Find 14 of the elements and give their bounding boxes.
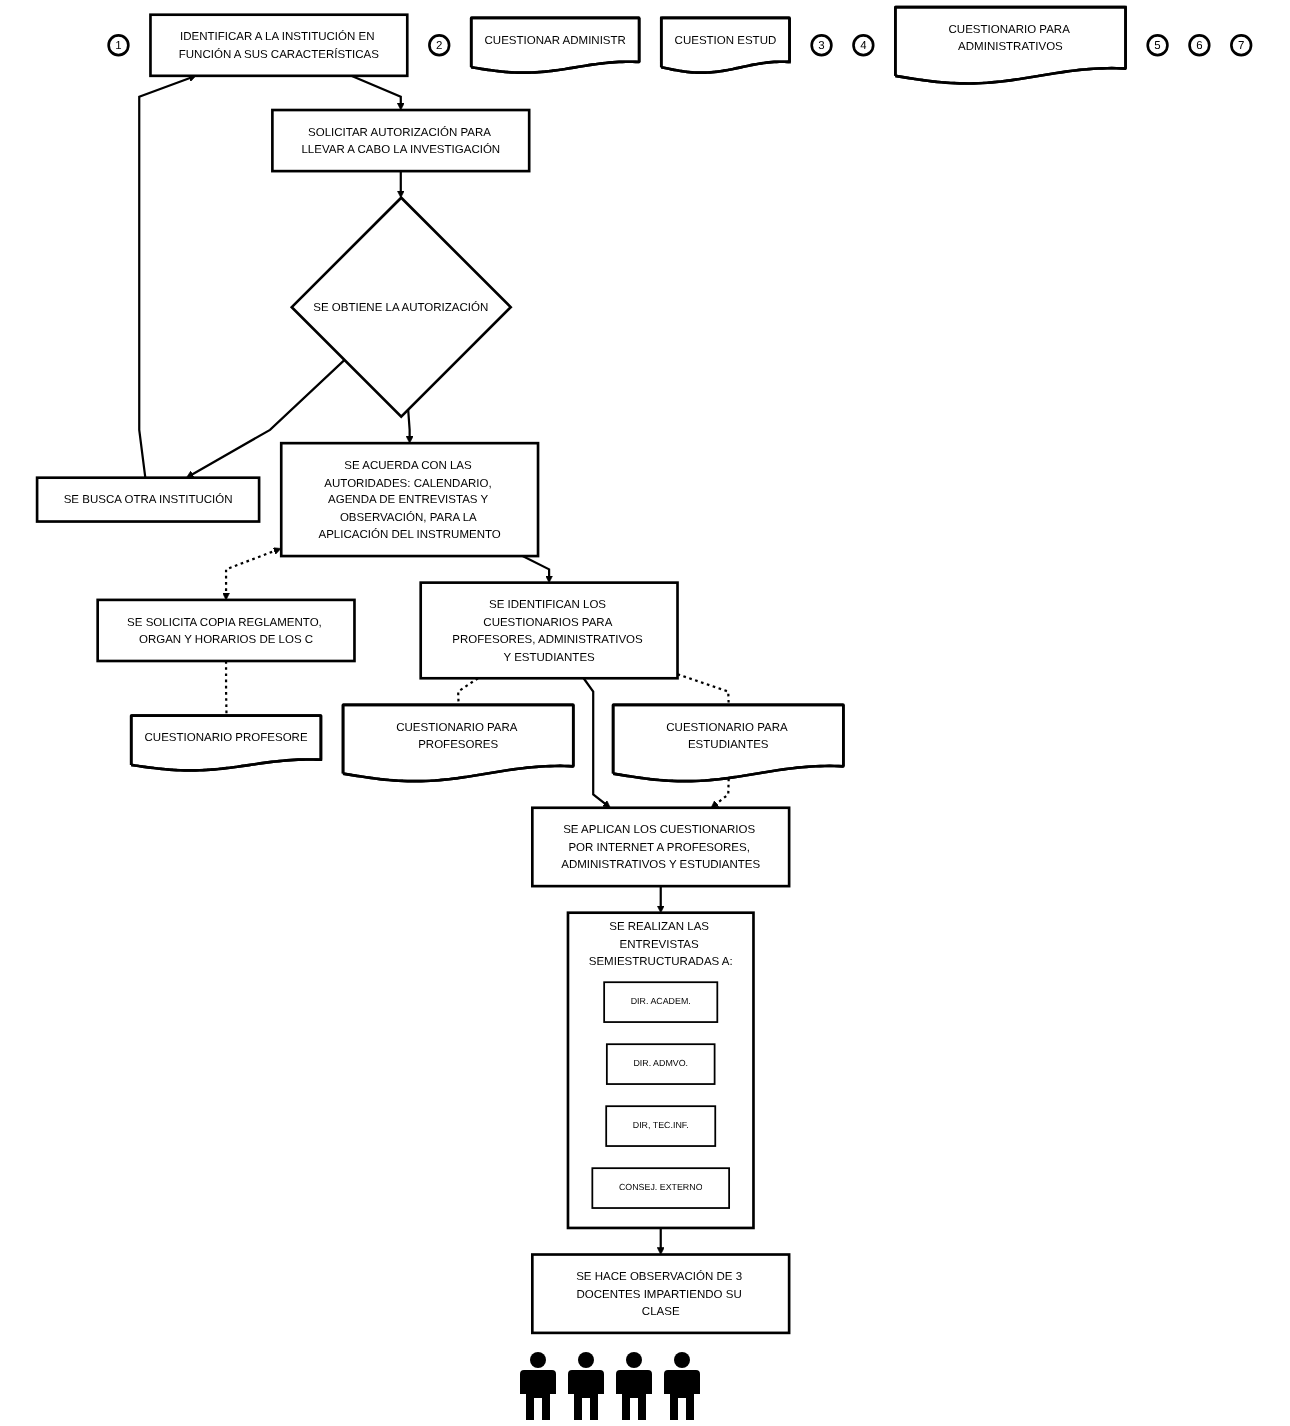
arrow xyxy=(657,886,666,914)
arrow xyxy=(711,778,731,809)
arrow xyxy=(406,409,415,444)
arrow xyxy=(186,359,346,479)
arrow xyxy=(522,555,554,583)
connector xyxy=(225,661,229,717)
arrow xyxy=(397,171,406,199)
connector xyxy=(457,677,480,706)
arrow xyxy=(351,74,406,111)
arrow xyxy=(139,74,198,478)
arrow xyxy=(583,677,612,809)
connector xyxy=(678,673,731,706)
arrow xyxy=(223,547,283,601)
arrow xyxy=(657,1227,666,1255)
